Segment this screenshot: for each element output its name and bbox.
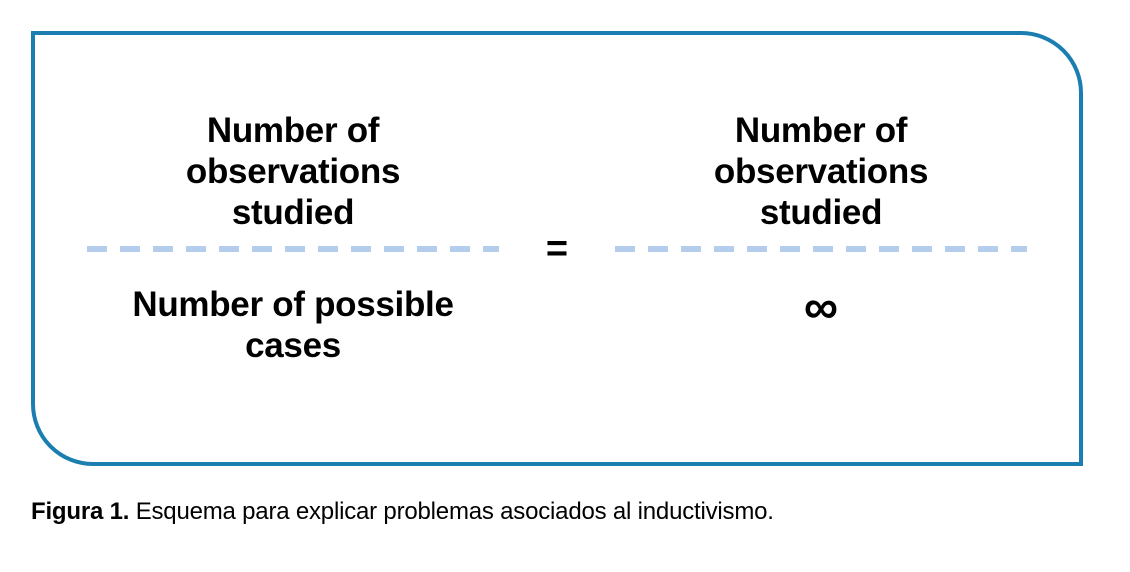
equals-sign: = <box>545 227 569 270</box>
right-fraction-bar <box>615 245 1027 252</box>
caption-text: Esquema para explicar problemas asociado… <box>129 498 774 525</box>
right-fraction: Number of observations studied ∞ <box>595 90 1047 408</box>
equation: Number of observations studied Number of… <box>35 35 1079 462</box>
left-fraction-numerator: Number of observations studied <box>67 90 519 238</box>
right-numerator-text: Number of observations studied <box>713 110 929 233</box>
left-fraction-denominator: Number of possible cases <box>67 260 519 408</box>
caption-label: Figura 1. <box>31 498 130 525</box>
left-fraction: Number of observations studied Number of… <box>67 90 519 408</box>
diagram-frame: Number of observations studied Number of… <box>31 31 1083 466</box>
left-numerator-text: Number of observations studied <box>185 110 401 233</box>
infinity-icon: ∞ <box>803 280 839 334</box>
left-denominator-text: Number of possible cases <box>132 284 454 365</box>
left-fraction-bar <box>87 245 499 252</box>
figure-caption: Figura 1. Esquema para explicar problema… <box>31 497 1101 527</box>
right-fraction-numerator: Number of observations studied <box>595 90 1047 238</box>
right-fraction-denominator: ∞ <box>595 260 1047 408</box>
